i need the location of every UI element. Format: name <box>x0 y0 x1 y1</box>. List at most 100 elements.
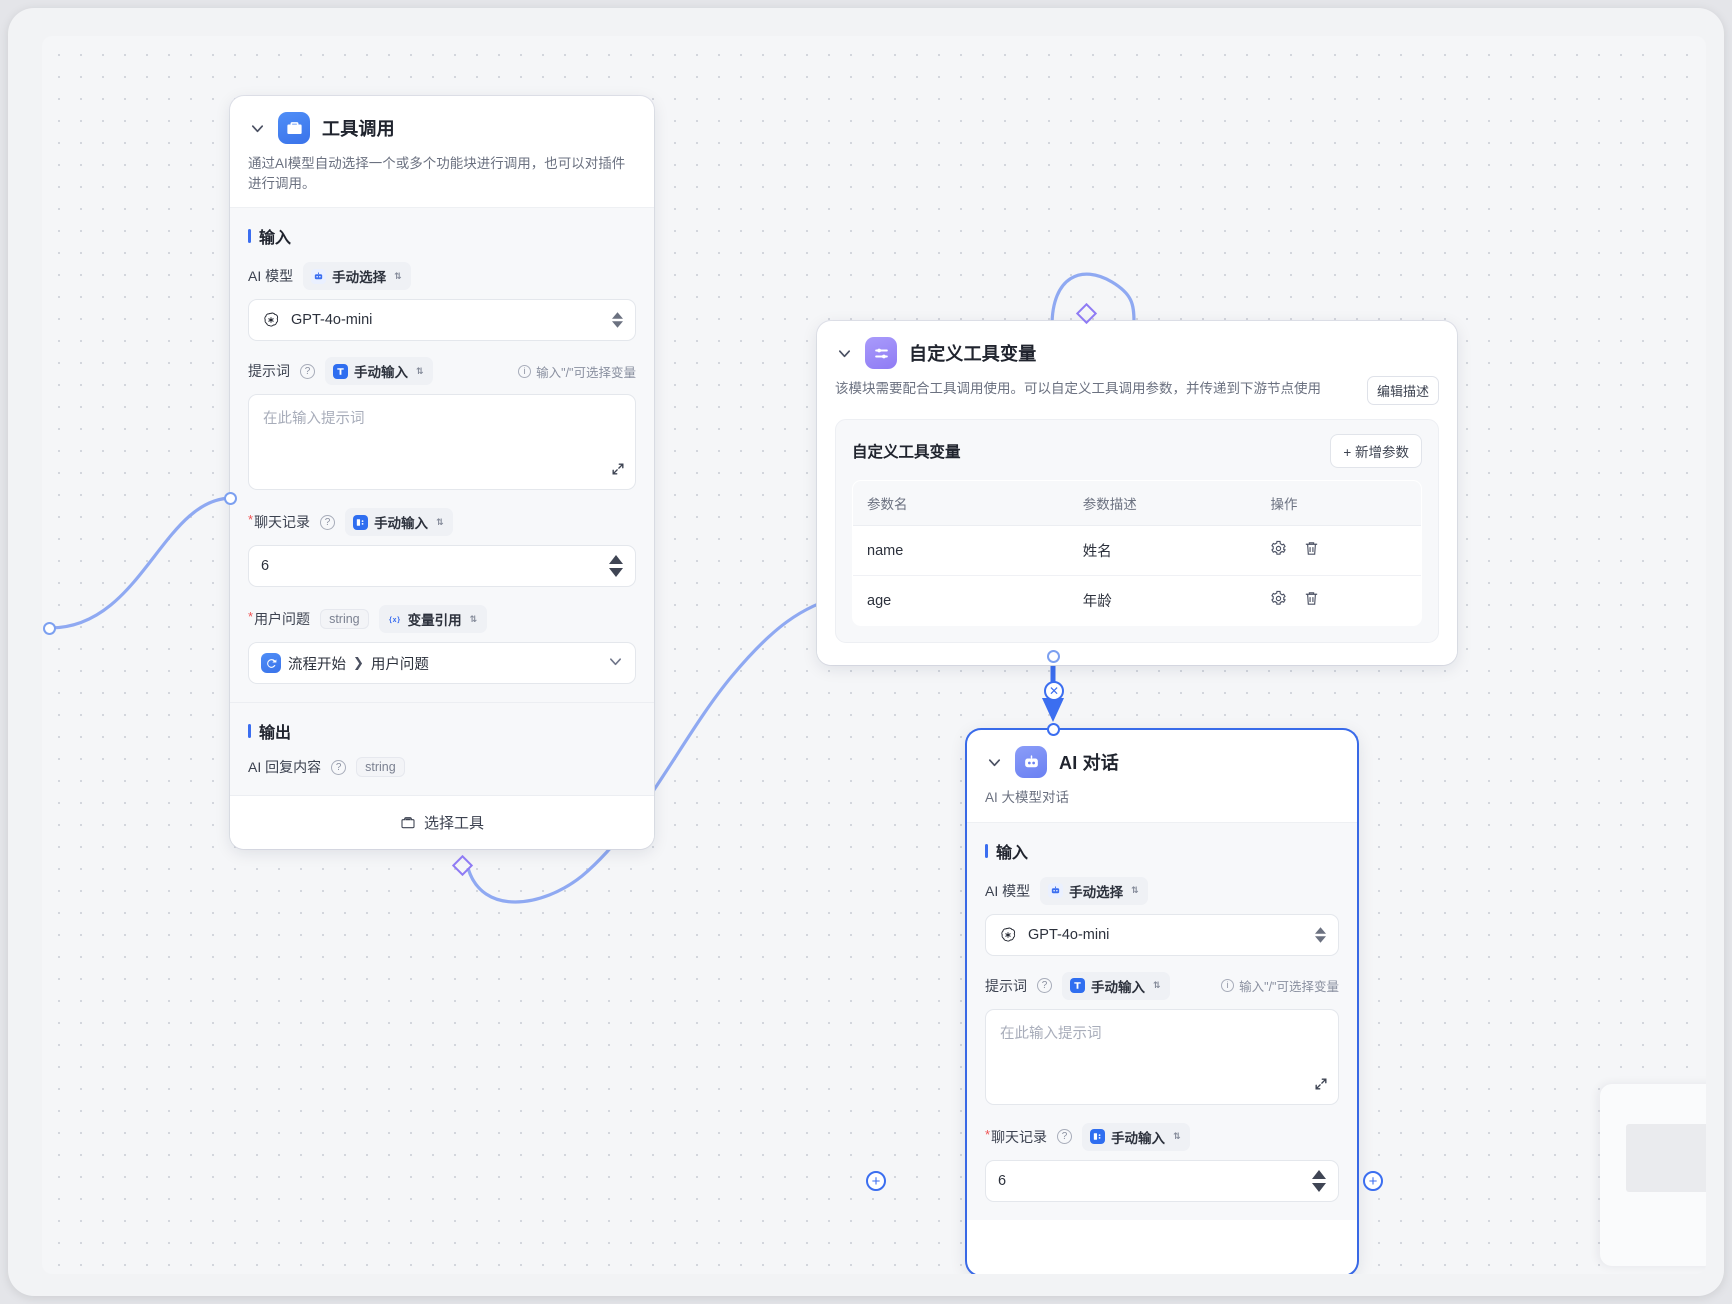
breadcrumb-field: 用户问题 <box>370 656 429 673</box>
history-value: 6 <box>261 558 270 575</box>
model-field-row: AI 模型 手动选择 ⇅ <box>985 876 1339 905</box>
expand-icon[interactable] <box>1314 1077 1328 1095</box>
table-row[interactable]: name 姓名 <box>853 525 1421 576</box>
question-mode-label: 变量引用 <box>407 613 462 629</box>
column-header-actions: 操作 <box>1256 481 1421 526</box>
history-mode-select[interactable]: 手动输入 ⇅ <box>1082 1122 1191 1151</box>
question-field-row: 用户问题 string {x} 变量引用 ⇅ <box>248 605 636 634</box>
gear-icon[interactable] <box>1270 540 1287 561</box>
table-row[interactable]: age 年龄 <box>853 576 1421 626</box>
target-handle-ai-chat[interactable] <box>1047 723 1060 736</box>
trash-icon[interactable] <box>1303 590 1320 611</box>
prompt-mode-select[interactable]: 手动输入 ⇅ <box>325 357 433 386</box>
node-title: 工具调用 <box>322 119 395 139</box>
output-field-row: AI 回复内容 ? string <box>248 757 636 778</box>
side-panel[interactable] <box>1600 1084 1706 1266</box>
target-handle-tool-call[interactable] <box>224 492 237 505</box>
model-select-input[interactable]: GPT-4o-mini <box>248 299 636 342</box>
chevron-down-icon[interactable] <box>608 654 623 673</box>
gear-icon[interactable] <box>1270 590 1287 611</box>
model-select-input[interactable]: GPT-4o-mini <box>985 913 1339 956</box>
prompt-mode-label: 手动输入 <box>1091 979 1145 995</box>
delete-edge-button[interactable]: ✕ <box>1044 681 1064 701</box>
history-number-input[interactable]: 6 <box>248 545 636 588</box>
output-section: 输出 AI 回复内容 ? string <box>230 702 654 796</box>
prompt-hint-text: 输入"/"可选择变量 <box>536 365 636 380</box>
help-icon[interactable]: ? <box>1037 978 1052 994</box>
trash-icon[interactable] <box>1303 540 1320 561</box>
prompt-mode-select[interactable]: 手动输入 ⇅ <box>1062 971 1170 1000</box>
stepper-up-icon[interactable] <box>609 555 623 565</box>
select-tool-button[interactable]: 选择工具 <box>230 795 654 850</box>
prompt-placeholder: 在此输入提示词 <box>263 411 365 428</box>
param-desc: 年龄 <box>1082 594 1112 610</box>
question-label: 用户问题 <box>248 609 310 629</box>
question-mode-select[interactable]: {x} 变量引用 ⇅ <box>378 605 487 634</box>
stepper-down-icon[interactable] <box>609 568 623 578</box>
column-header-desc: 参数描述 <box>1068 481 1257 526</box>
prompt-label: 提示词 <box>985 977 1027 994</box>
node-tool-call[interactable]: 工具调用 通过AI模型自动选择一个或多个功能块进行调用，也可以对插件进行调用。 … <box>230 96 654 850</box>
node-description: 通过AI模型自动选择一个或多个功能块进行调用，也可以对插件进行调用。 <box>248 156 626 191</box>
input-section: 输入 AI 模型 手动选择 ⇅ GPT-4o-mini <box>230 207 654 703</box>
breadcrumb-separator-icon: ❯ <box>353 655 364 671</box>
model-mode-select[interactable]: 手动选择 ⇅ <box>303 262 412 291</box>
help-icon[interactable]: ? <box>320 514 336 530</box>
params-section: 自定义工具变量 + 新增参数 参数名 参数描述 操作 <box>817 419 1457 665</box>
info-icon: i <box>518 364 532 378</box>
help-icon[interactable]: ? <box>300 363 315 379</box>
node-ai-chat[interactable]: AI 对话 AI 大模型对话 输入 AI 模型 手动选择 ⇅ <box>967 730 1357 1274</box>
expand-icon[interactable] <box>611 462 625 480</box>
source-handle-tool-var[interactable] <box>1047 650 1060 663</box>
stepper-down-icon[interactable] <box>1312 1182 1326 1192</box>
help-icon[interactable]: ? <box>1057 1129 1073 1145</box>
prompt-field-row: 提示词 ? 手动输入 ⇅ i 输入"/"可选择变量 <box>985 971 1339 1000</box>
workflow-canvas[interactable]: 工具调用 通过AI模型自动选择一个或多个功能块进行调用，也可以对插件进行调用。 … <box>42 36 1706 1274</box>
history-mode-label: 手动输入 <box>1111 1130 1166 1146</box>
prompt-textarea[interactable]: 在此输入提示词 <box>985 1008 1339 1105</box>
select-tool-label: 选择工具 <box>423 815 484 833</box>
breadcrumb: 流程开始 ❯ 用户问题 <box>261 653 429 674</box>
prompt-textarea[interactable]: 在此输入提示词 <box>248 394 636 491</box>
history-label: 聊天记录 <box>248 512 310 532</box>
help-icon[interactable]: ? <box>331 759 347 775</box>
quantity-stepper[interactable] <box>1312 1169 1326 1192</box>
collapse-chevron-icon[interactable] <box>835 344 853 362</box>
collapse-chevron-icon[interactable] <box>248 119 266 137</box>
panel-title: 自定义工具变量 <box>852 444 961 461</box>
quantity-stepper[interactable] <box>609 555 623 578</box>
node-header: 工具调用 通过AI模型自动选择一个或多个功能块进行调用，也可以对插件进行调用。 <box>230 96 654 207</box>
robot-icon <box>1048 883 1064 899</box>
node-description: 该模块需要配合工具调用使用。可以自定义工具调用参数，并传递到下游节点使用 编辑描… <box>835 376 1439 419</box>
add-node-left-handle[interactable]: + <box>866 1171 886 1191</box>
chevron-updown-icon: ⇅ <box>1173 1131 1181 1142</box>
breadcrumb-node: 流程开始 <box>288 656 346 673</box>
model-value: GPT-4o-mini <box>1028 926 1110 943</box>
stepper-up-icon[interactable] <box>1312 1169 1326 1179</box>
info-icon: i <box>1221 979 1235 993</box>
chevron-updown-icon[interactable] <box>1315 926 1326 943</box>
chevron-updown-icon[interactable] <box>612 312 623 328</box>
tool-handle-diamond[interactable] <box>451 854 474 877</box>
add-node-right-handle[interactable]: + <box>1363 1171 1383 1191</box>
node-tool-variable[interactable]: 自定义工具变量 该模块需要配合工具调用使用。可以自定义工具调用参数，并传递到下游… <box>817 321 1457 665</box>
history-number-input[interactable]: 6 <box>985 1159 1339 1202</box>
variable-icon: {x} <box>387 612 402 627</box>
param-desc: 姓名 <box>1068 525 1257 576</box>
prompt-hint-text: 输入"/"可选择变量 <box>1239 980 1339 995</box>
node-title: 自定义工具变量 <box>909 344 1037 364</box>
question-ref-input[interactable]: 流程开始 ❯ 用户问题 <box>248 642 636 685</box>
robot-icon <box>1015 746 1047 778</box>
prompt-placeholder: 在此输入提示词 <box>1000 1025 1102 1042</box>
add-parameter-button[interactable]: + 新增参数 <box>1330 434 1422 468</box>
history-mode-label: 手动输入 <box>374 516 429 532</box>
openai-icon <box>261 310 281 330</box>
model-mode-select[interactable]: 手动选择 ⇅ <box>1040 876 1149 905</box>
edit-description-button[interactable]: 编辑描述 <box>1366 376 1439 405</box>
text-icon <box>333 363 348 379</box>
history-mode-select[interactable]: 手动输入 ⇅ <box>345 508 454 537</box>
collapse-chevron-icon[interactable] <box>985 753 1003 771</box>
history-field-row: 聊天记录 ? 手动输入 ⇅ <box>248 508 636 537</box>
source-handle-start[interactable] <box>43 622 56 635</box>
